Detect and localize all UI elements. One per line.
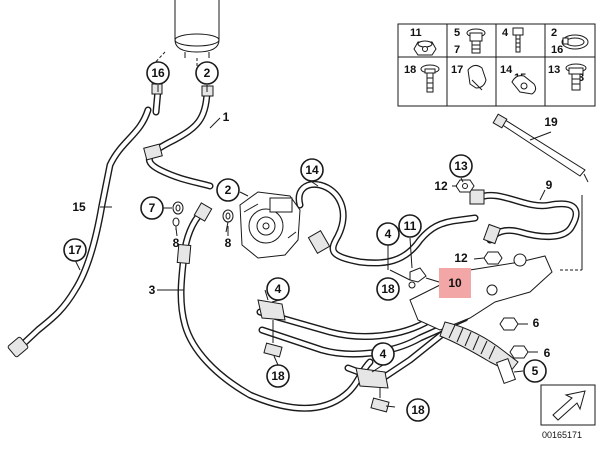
callout-11: 11 [398, 214, 422, 238]
highlight-box [439, 268, 471, 298]
washer-8-right [222, 209, 234, 233]
callout-18-left: 18 [266, 364, 290, 388]
label-8-left: 8 [173, 236, 180, 250]
callout-4-lower: 4 [371, 342, 395, 366]
svg-text:16: 16 [151, 66, 165, 80]
callout-13: 13 [449, 154, 473, 178]
clip-11 [408, 267, 427, 289]
banjo-bolt-drawing [466, 28, 486, 54]
callout-14: 14 [300, 158, 324, 182]
label-15: 15 [72, 200, 86, 214]
diagram-reference-number: 00165171 [542, 430, 582, 440]
svg-text:13: 13 [454, 159, 468, 173]
power-steering-pump [239, 191, 301, 259]
svg-text:4: 4 [385, 227, 392, 241]
svg-text:18: 18 [411, 403, 425, 417]
callout-7: 7 [140, 196, 164, 220]
label-3: 3 [149, 283, 156, 297]
cooler-loop-9 [469, 189, 583, 271]
hose-bracket-left [257, 299, 286, 358]
svg-text:2: 2 [204, 66, 211, 80]
callout-2-top: 2 [195, 61, 219, 85]
label-9: 9 [546, 178, 553, 192]
label-6-lower: 6 [544, 346, 551, 360]
svg-text:2: 2 [225, 183, 232, 197]
label-8-right: 8 [225, 236, 232, 250]
screw-drawing [420, 64, 440, 93]
callout-16: 16 [146, 61, 170, 85]
fluid-reservoir [149, 0, 220, 69]
svg-text:7: 7 [149, 201, 156, 215]
washer-7 [172, 201, 184, 215]
kit-label-7: 7 [454, 44, 460, 56]
bracket-clip-drawing [511, 75, 537, 95]
hose-bracket-right [355, 367, 390, 413]
label-12-lower: 12 [454, 251, 468, 265]
svg-text:18: 18 [381, 282, 395, 296]
callout-2-mid: 2 [216, 178, 240, 202]
kit-label-18: 18 [404, 64, 416, 76]
label-19: 19 [544, 115, 558, 129]
callout-18-upper: 18 [376, 277, 400, 301]
kit-label-3: 3 [578, 72, 584, 84]
svg-text:5: 5 [532, 364, 539, 378]
callout-4-left: 4 [266, 277, 290, 301]
kit-label-11: 11 [410, 27, 422, 39]
svg-text:11: 11 [404, 219, 417, 233]
kit-label-13: 13 [548, 64, 560, 76]
flange-bolt-drawing [565, 63, 587, 91]
label-6-upper: 6 [533, 316, 540, 330]
highlight-label: 10 [448, 276, 462, 290]
nut-13 [455, 179, 475, 193]
callout-17: 17 [63, 238, 87, 262]
bolt-drawing [512, 27, 524, 53]
svg-text:18: 18 [271, 369, 285, 383]
callout-4-upper: 4 [376, 222, 400, 246]
high-pressure-hose-14 [295, 180, 479, 267]
steering-rack [409, 253, 553, 385]
washer-8-left [172, 217, 180, 230]
label-12-upper: 12 [434, 179, 448, 193]
callout-18-right: 18 [406, 398, 430, 422]
kit-label-16: 16 [551, 44, 563, 56]
fitting-6-upper [499, 317, 528, 331]
callout-18-bottom: 18 [0, 0, 7, 7]
label-1: 1 [223, 110, 230, 124]
pressure-hose-3 [176, 202, 374, 412]
fitting-6-lower [509, 345, 536, 359]
svg-text:17: 17 [68, 243, 82, 257]
highlight-part-10[interactable]: 10 [439, 268, 471, 298]
svg-text:4: 4 [275, 282, 282, 296]
leader-lines [74, 85, 552, 408]
suction-hose-16 [151, 83, 163, 116]
callout-5: 5 [523, 359, 547, 383]
nut-12-lower [483, 251, 503, 265]
nut-drawing [413, 40, 437, 56]
kit-label-5: 5 [454, 27, 460, 39]
kit-label-2: 2 [551, 27, 557, 39]
small-parts-kit-table: 11 5 4 2 7 16 18 17 14 13 15 3 [397, 23, 596, 107]
return-hose-15 [7, 106, 152, 358]
svg-text:4: 4 [380, 347, 387, 361]
cable-tie-19 [492, 113, 589, 183]
clip-drawing [467, 64, 487, 91]
kit-label-17: 17 [451, 64, 463, 76]
svg-text:14: 14 [305, 163, 319, 177]
orientation-arrow-icon [540, 384, 596, 426]
kit-label-14: 14 [500, 64, 513, 76]
kit-label-4: 4 [502, 27, 509, 39]
hose-clamp-drawing [561, 34, 589, 50]
